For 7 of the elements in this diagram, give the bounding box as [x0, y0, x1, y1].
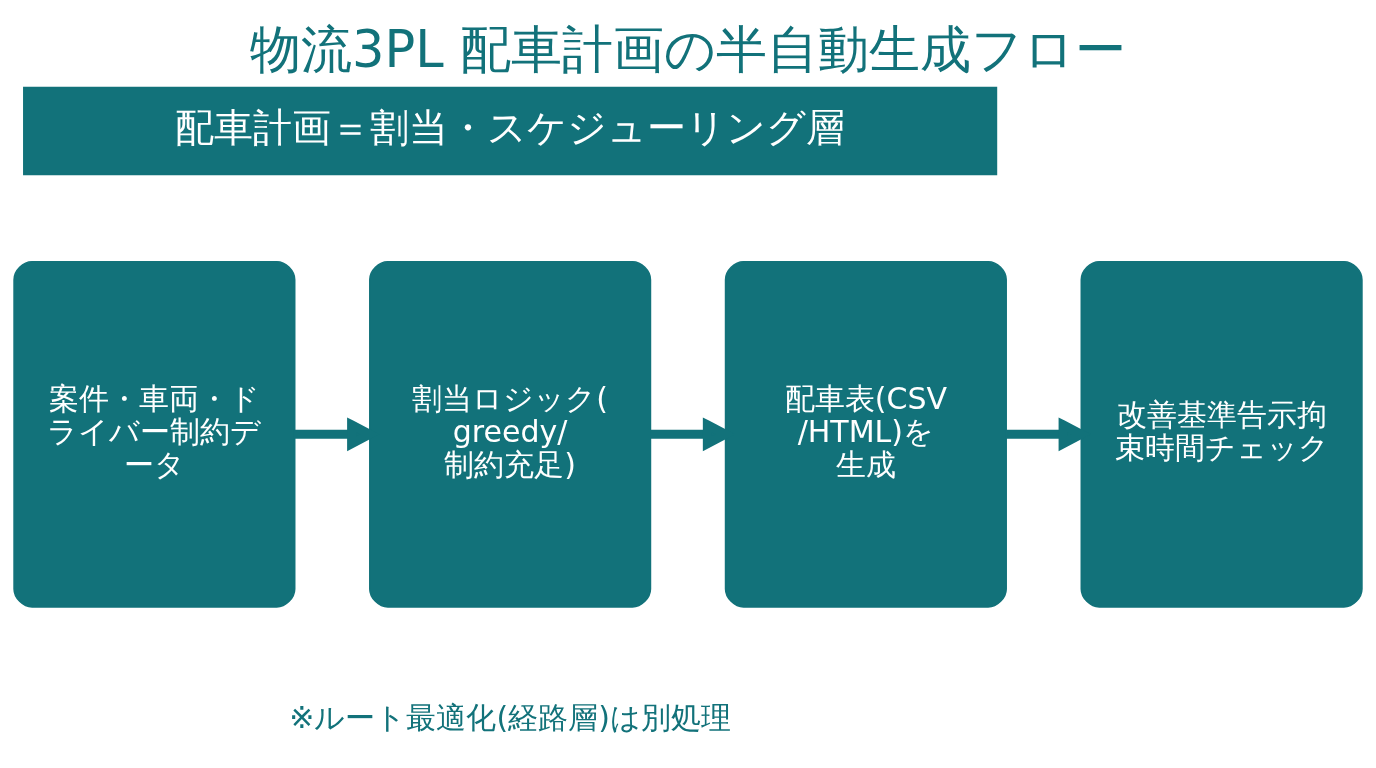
label: ※ルート最適化(経路層)は別処理 [289, 700, 731, 736]
node-box: 割当ロジック(greedy/制約充足) [369, 260, 652, 608]
node-box: 配車表(CSV/HTML)を生成 [724, 260, 1007, 608]
node-box: 改善基準告示拘束時間チェック [1080, 260, 1363, 608]
diagram-title: 物流3PL 配車計画の半自動生成フロー [250, 19, 1126, 79]
node-box: 案件・車両・ドライバー制約データ [13, 260, 296, 608]
node-box: 配車計画＝割当・スケジューリング層 [23, 86, 998, 176]
